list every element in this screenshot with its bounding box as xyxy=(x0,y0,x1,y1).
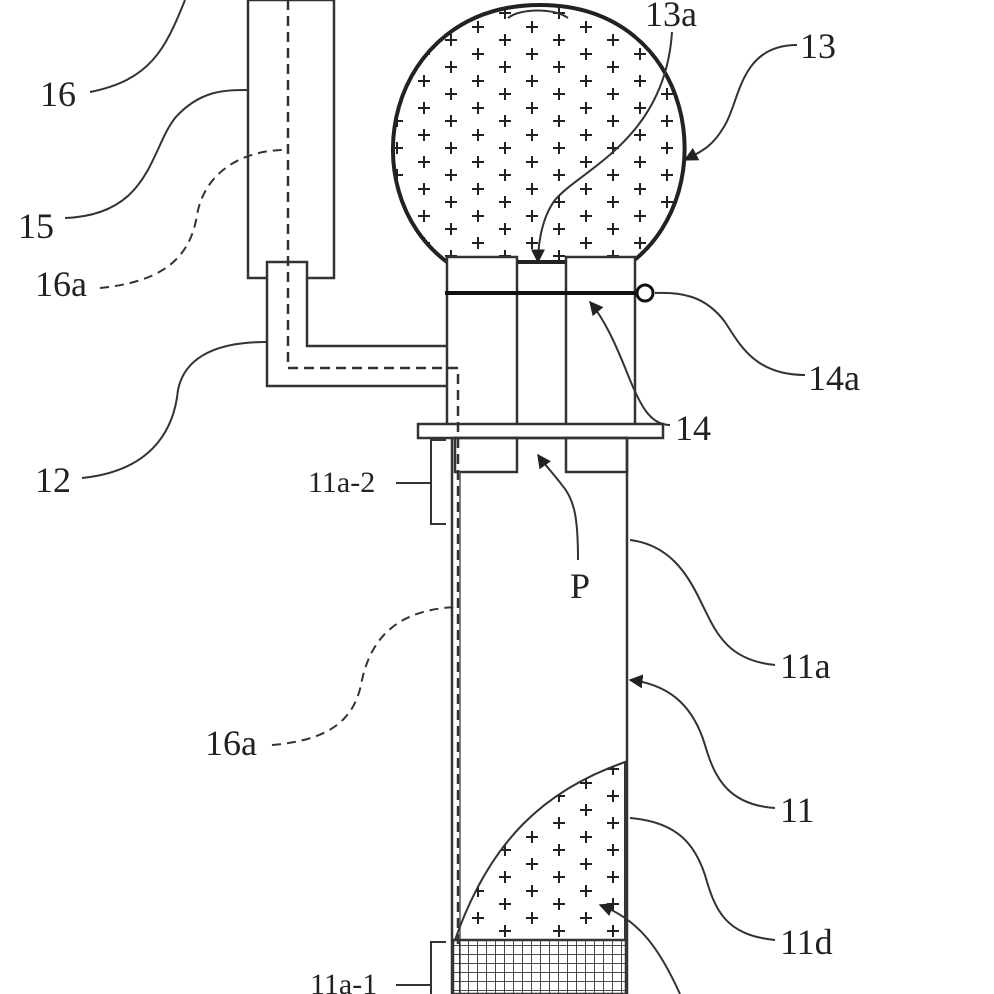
leader-16a-top xyxy=(99,149,286,289)
label-16: 16 xyxy=(40,74,76,114)
lower-nozzle-right xyxy=(564,436,629,474)
component-11a-1-mesh xyxy=(451,938,628,994)
component-11-main-tube xyxy=(450,436,629,994)
leader-15 xyxy=(64,89,249,219)
label-16a-bottom: 16a xyxy=(205,723,257,763)
leader-11a xyxy=(629,539,776,666)
wire-loop-14a xyxy=(635,283,655,303)
label-12: 12 xyxy=(35,460,71,500)
leader-11d xyxy=(629,817,776,941)
component-13-bulb xyxy=(390,2,687,264)
label-11a-2: 11a-2 xyxy=(308,466,375,499)
bracket-11a-1 xyxy=(430,941,446,994)
leader-bottom-right xyxy=(598,902,681,994)
leader-14a xyxy=(654,291,806,376)
leader-16 xyxy=(89,0,186,93)
lower-nozzle-left xyxy=(453,436,519,474)
component-11d-fill xyxy=(453,760,626,941)
leader-13 xyxy=(683,44,798,161)
flange-plate xyxy=(416,422,665,440)
label-13: 13 xyxy=(800,26,836,66)
label-14: 14 xyxy=(675,408,711,448)
leader-P xyxy=(537,453,579,561)
label-11d: 11d xyxy=(780,922,833,962)
leader-11 xyxy=(628,674,776,809)
label-11a: 11a xyxy=(780,646,831,686)
leader-13a xyxy=(531,31,673,264)
neck-right-sleeve xyxy=(564,255,637,427)
label-P: P xyxy=(570,566,590,606)
label-11: 11 xyxy=(780,790,815,830)
component-16-tube xyxy=(246,0,336,280)
leader-16a-bottom xyxy=(271,606,456,746)
label-14a: 14a xyxy=(808,358,860,398)
leader-12 xyxy=(81,341,267,479)
label-13a: 13a xyxy=(645,0,697,34)
label-15: 15 xyxy=(18,206,54,246)
label-16a-top: 16a xyxy=(35,264,87,304)
leader-14 xyxy=(589,300,671,426)
bulb-opening-13a xyxy=(507,9,569,19)
bracket-11a-2 xyxy=(430,439,446,525)
component-16a-dashed-line xyxy=(286,0,460,945)
label-11a-1: 11a-1 xyxy=(310,968,377,994)
